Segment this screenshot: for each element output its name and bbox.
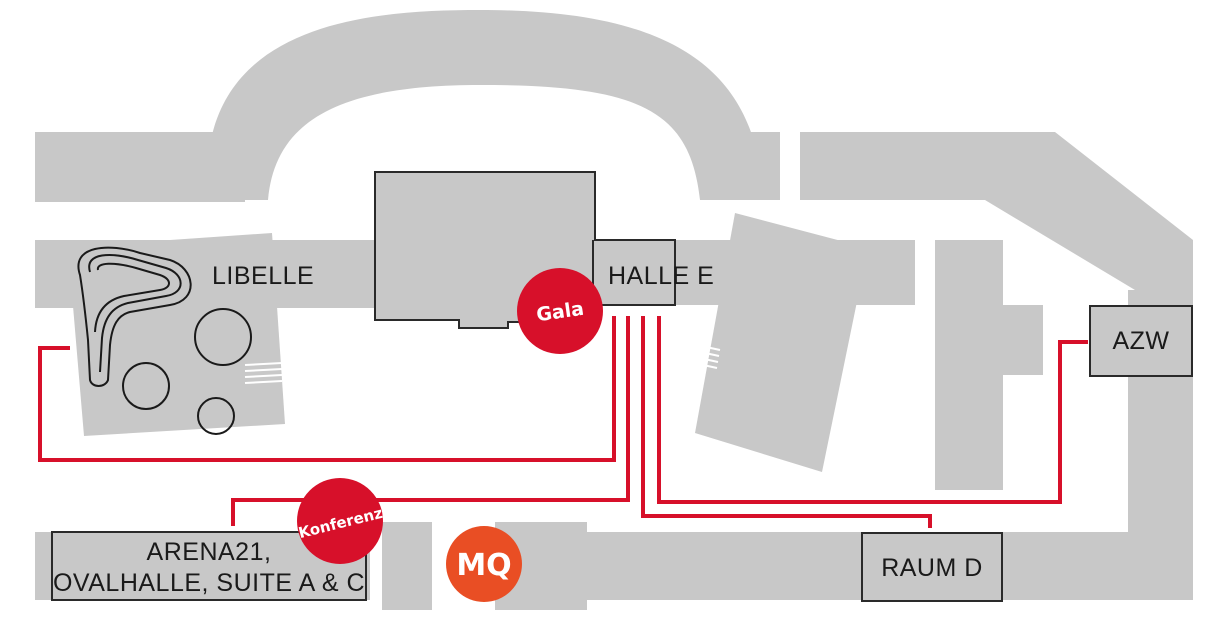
route-to-arena [231,316,630,526]
libelle-inner-outline-2 [94,262,170,333]
libelle-inner-outline-1 [88,254,182,373]
route-to-libelle [38,316,616,462]
azw-label: AZW [1112,327,1169,355]
right-courtyard-annex [1003,305,1043,375]
libelle-circle-large [194,308,252,366]
libelle-circle-medium [122,362,170,410]
arch-building [212,10,752,200]
stair-hatching-left [244,362,283,384]
top-left-wing [35,132,245,202]
mq-logo: MQ [446,526,522,602]
gala-badge: Gala [517,268,603,354]
libelle-circle-small [197,397,235,435]
arena-label-line1: ARENA21, [147,538,272,566]
halle-e-label: HALLE E [608,262,714,290]
rotated-hall [695,213,868,472]
mq-logo-label: MQ [456,548,511,583]
libelle-label: LIBELLE [212,262,314,290]
libelle-details [77,246,252,435]
azw-box [1089,305,1193,377]
right-courtyard-top [935,240,1003,490]
route-to-azw [657,316,1088,504]
stair-hatching-right [679,341,721,369]
building-masses [35,10,1193,610]
top-center-right-wing [700,132,780,200]
route-lines [38,316,1088,528]
top-right-wing [800,132,1193,290]
raum-d-label: RAUM D [881,554,983,582]
bottom-band-mid-1 [382,522,432,610]
raum-d-box [861,532,1003,602]
libelle-outer-outline [77,246,192,387]
arena-label-line2: OVALHALLE, SUITE A & C [53,569,365,597]
konferenz-badge: Konferenz [297,478,385,564]
route-to-raum-d [641,316,932,528]
